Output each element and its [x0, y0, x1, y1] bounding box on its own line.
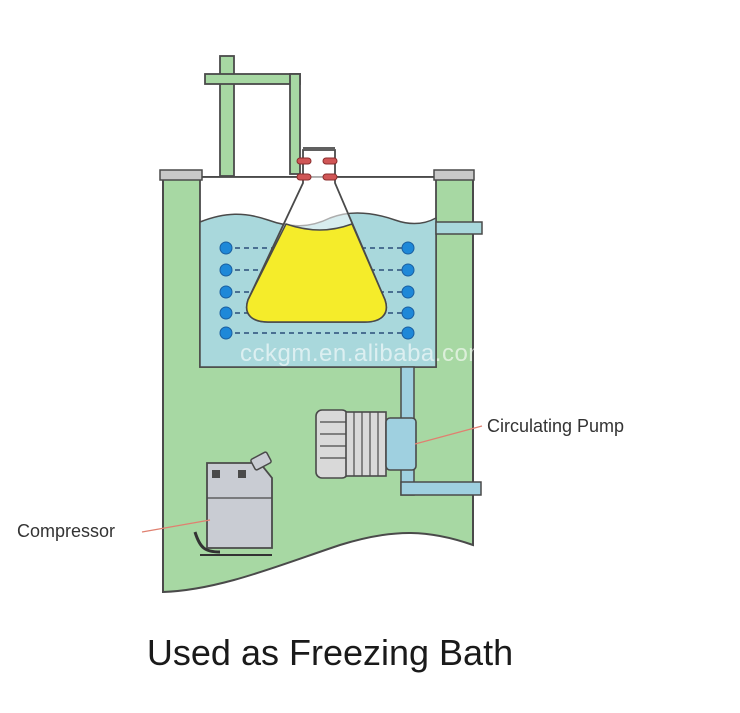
pump-icon: [315, 409, 417, 479]
top-pipe: [204, 55, 301, 177]
coil-dots: [219, 241, 415, 340]
lid-right: [433, 169, 475, 181]
compressor-label: Compressor: [17, 521, 116, 541]
flask-clamp: [296, 157, 338, 181]
pump-label: Circulating Pump: [487, 416, 625, 436]
compressor-leader-line: [141, 519, 211, 533]
outlet-pipe: [435, 221, 483, 235]
pump-leader-line: [414, 425, 483, 445]
lid-left: [159, 169, 203, 181]
flask-icon: [245, 147, 388, 323]
watermark: cckgm.en.alibaba.com: [240, 340, 489, 367]
diagram-caption: Used as Freezing Bath: [146, 632, 514, 673]
compressor-icon: [193, 451, 273, 556]
